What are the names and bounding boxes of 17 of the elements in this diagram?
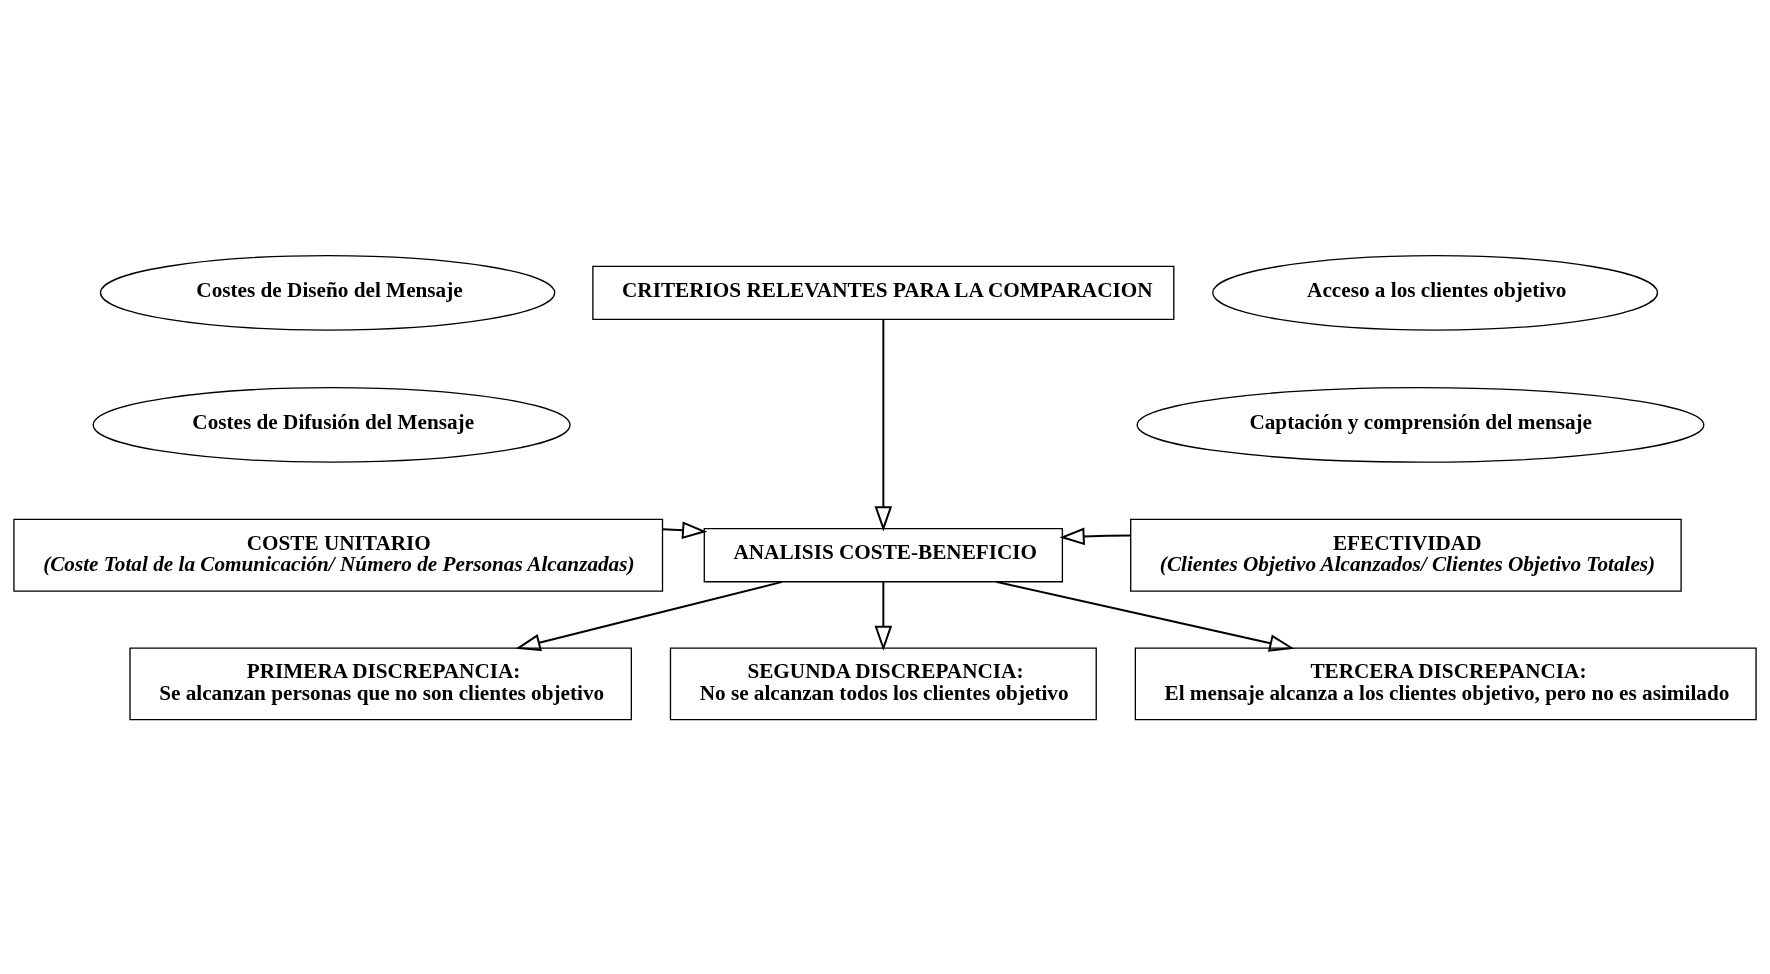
node-ellipse: Acceso a los clientes objetivo xyxy=(1212,254,1659,331)
arrow xyxy=(1059,527,1132,545)
arrow xyxy=(995,580,1295,652)
node-ellipse: Costes de Difusión del Mensaje xyxy=(92,386,571,463)
arrow xyxy=(874,580,893,651)
node-box: ANALISIS COSTE-BENEFICIO xyxy=(703,527,1064,582)
node-box: COSTE UNITARIO (Coste Total de la Comunicación/ Número de Personas Alcanzadas) xyxy=(13,518,664,592)
node-ellipse: Captación y comprensión del mensaje xyxy=(1136,386,1705,463)
arrow xyxy=(661,520,708,539)
node-box: EFECTIVIDAD (Clientes Objetivo Alcanzados/ Clientes Objetivo Totales) xyxy=(1130,518,1682,592)
node-box: PRIMERA DISCREPANCIA: Se alcanzan personas que no son clientes objetivo xyxy=(129,646,632,720)
arrow xyxy=(515,580,784,651)
node-ellipse: Costes de Diseño del Mensaje xyxy=(99,254,556,331)
arrow xyxy=(874,318,893,531)
node-box: SEGUNDA DISCREPANCIA: No se alcanzan todos los clientes objetivo xyxy=(669,646,1097,720)
node-box: TERCERA DISCREPANCIA: El mensaje alcanza a los clientes objetivo, pero no es asimilado xyxy=(1134,646,1757,720)
node-box: CRITERIOS RELEVANTES PARA LA COMPARACION xyxy=(592,265,1175,320)
